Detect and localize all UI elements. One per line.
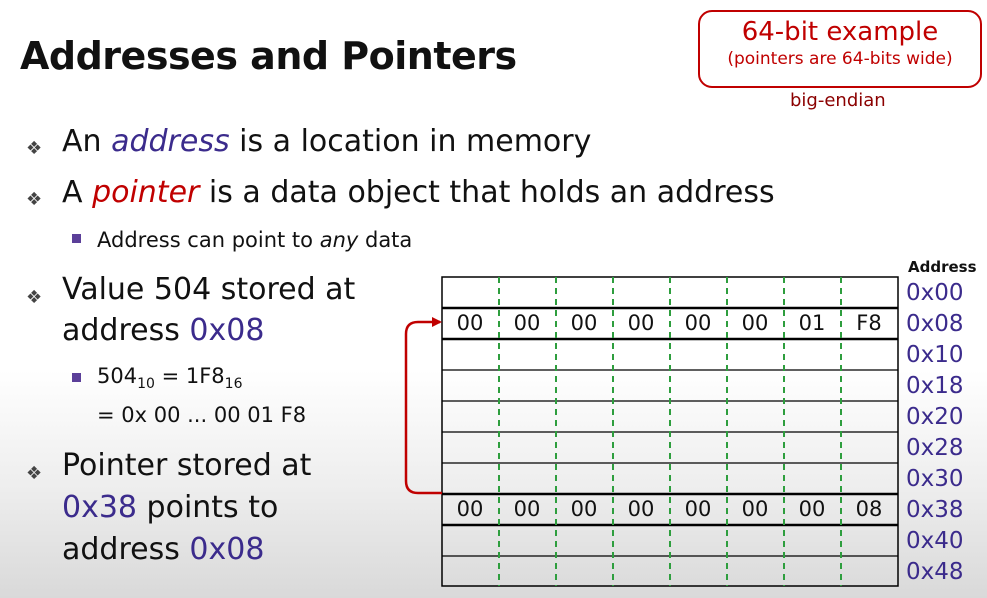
bullet-pointer-line3: address 0x08 [62, 532, 264, 567]
memory-byte: 00 [684, 497, 712, 521]
address-label: 0x00 [906, 280, 964, 306]
memory-byte: 08 [855, 497, 883, 521]
address-ref: 0x38 [62, 490, 138, 525]
sub-bullet-text: data [358, 228, 413, 252]
address-label: 0x10 [906, 342, 964, 368]
example-callout: 64-bit example (pointers are 64-bits wid… [698, 10, 982, 88]
memory-byte: 00 [456, 311, 484, 335]
address-label: 0x08 [906, 311, 964, 337]
bullet-diamond-icon: ❖ [26, 287, 43, 308]
endian-note: big-endian [790, 90, 886, 111]
term-pointer: pointer [92, 175, 200, 210]
bullet-diamond-icon: ❖ [26, 463, 43, 484]
bullet-diamond-icon: ❖ [26, 189, 43, 210]
bullet-diamond-icon: ❖ [26, 138, 43, 159]
memory-byte: 00 [684, 311, 712, 335]
bullet-text: is a data object that holds an address [199, 175, 775, 210]
term-address: address [111, 124, 230, 159]
bullet-value-line2: address 0x08 [62, 313, 264, 348]
address-label: 0x40 [906, 528, 964, 554]
bullet-value-line1: Value 504 stored at [62, 272, 356, 307]
address-label: 0x30 [906, 466, 964, 492]
memory-byte: 00 [798, 497, 826, 521]
address-column-header: Address [908, 258, 977, 276]
address-label: 0x28 [906, 435, 964, 461]
memory-byte: 00 [513, 311, 541, 335]
memory-byte: 00 [627, 311, 655, 335]
memory-byte: 00 [741, 311, 769, 335]
sub-bullet-text: Address can point to [97, 228, 320, 252]
bullet-pointer-line1: Pointer stored at [62, 448, 312, 483]
sub-bullet-expanded-hex: = 0x 00 ... 00 01 F8 [97, 403, 307, 427]
memory-byte: 00 [627, 497, 655, 521]
base-subscript: 10 [137, 376, 155, 393]
memory-byte: 00 [570, 497, 598, 521]
memory-byte: 00 [456, 497, 484, 521]
memory-byte: 01 [798, 311, 826, 335]
bullet-text: is a location in memory [229, 124, 592, 159]
address-label: 0x20 [906, 404, 964, 430]
memory-byte: 00 [741, 497, 769, 521]
decimal-value: 504 [97, 364, 138, 388]
address-label: 0x38 [906, 497, 964, 523]
address-ref: 0x08 [189, 313, 265, 348]
bullet-address-definition: An address is a location in memory [62, 124, 591, 159]
bullet-pointer-line2: 0x38 points to [62, 490, 278, 525]
base-subscript: 16 [224, 376, 243, 393]
address-label: 0x48 [906, 559, 964, 585]
bullet-text: A [62, 175, 93, 210]
bullet-text: An [62, 124, 112, 159]
sub-bullet-square-icon [72, 373, 81, 382]
bullet-text: address [62, 313, 190, 348]
memory-byte: 00 [570, 311, 598, 335]
address-ref: 0x08 [189, 532, 265, 567]
pointer-arrow [404, 317, 442, 495]
callout-subtext: (pointers are 64-bits wide) [727, 49, 953, 69]
sub-bullet-any-data: Address can point to any data [97, 228, 412, 252]
bullet-pointer-definition: A pointer is a data object that holds an… [62, 175, 775, 210]
sub-bullet-conversion: 50410 = 1F816 [97, 364, 243, 392]
term-any: any [319, 228, 359, 252]
sub-bullet-square-icon [72, 234, 81, 243]
callout-heading: 64-bit example [741, 17, 939, 47]
hex-value: = 1F8 [154, 364, 225, 388]
address-label: 0x18 [906, 373, 964, 399]
memory-byte: F8 [856, 311, 882, 335]
slide-title: Addresses and Pointers [20, 34, 517, 78]
bullet-text: points to [137, 490, 279, 525]
bullet-text: address [62, 532, 190, 567]
memory-byte: 00 [513, 497, 541, 521]
